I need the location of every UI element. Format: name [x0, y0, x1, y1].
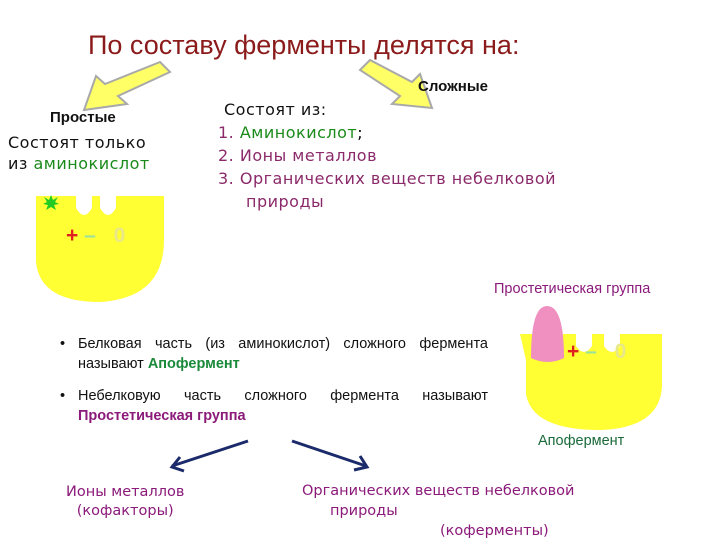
- plus-charge: +: [66, 224, 79, 247]
- bullet-prosthetic: • Небелковую часть сложного фермента назы…: [60, 386, 488, 426]
- simple-enzyme-charges: + – 0: [66, 224, 125, 248]
- arrow-to-complex: [358, 58, 434, 110]
- page-title: По составу ферменты делятся на:: [88, 30, 520, 60]
- prosthetic-group-label: Простетическая группа: [494, 281, 651, 297]
- bullet-dot: •: [60, 388, 66, 404]
- item-suffix: ;: [357, 123, 364, 142]
- complex-item-3: 3. Органических веществ небелковой: [218, 167, 556, 190]
- plus-charge: +: [567, 340, 580, 363]
- simple-description: Состоят только из аминокислот: [8, 132, 150, 174]
- neutral-charge: 0: [614, 340, 627, 363]
- minus-charge: –: [84, 224, 96, 247]
- bullet-text: Белковая часть (из аминокислот) сложного…: [78, 336, 488, 372]
- item-text: Аминокислот: [239, 123, 358, 142]
- item-text: Ионы металлов: [239, 146, 378, 165]
- simple-line2-prefix: из: [8, 154, 34, 173]
- complex-enzyme-charges: + – 0: [567, 340, 626, 364]
- neutral-charge: 0: [113, 224, 126, 247]
- metal-ions-line1: Ионы металлов: [66, 484, 185, 500]
- bullet-text: Небелковую часть сложного фермента назыв…: [78, 388, 488, 404]
- coenzymes-line: (коферменты): [440, 523, 549, 539]
- organic-line1: Органических веществ небелковой: [302, 483, 575, 499]
- complex-item-2: 2. Ионы металлов: [218, 144, 556, 167]
- prosthetic-group-shape: [531, 306, 564, 362]
- complex-header: Сложные: [418, 78, 488, 95]
- arrow-to-simple: [82, 60, 172, 112]
- active-site-star-icon: [43, 195, 59, 210]
- simple-line1: Состоят только: [8, 133, 147, 152]
- organic-line2: природы: [330, 503, 398, 519]
- item-number: 1.: [218, 123, 240, 142]
- cofactors-line: (кофакторы): [76, 503, 174, 519]
- metal-ions-label: Ионы металлов (кофакторы): [66, 483, 184, 521]
- simple-line2: из аминокислот: [8, 153, 150, 174]
- apoenzyme-term: Апофермент: [147, 356, 240, 372]
- arrow-to-metal-ions: [169, 439, 249, 473]
- bullet-list: • Белковая часть (из аминокислот) сложног…: [60, 334, 488, 426]
- item-number: 3.: [218, 169, 240, 188]
- complex-item-1: 1. Аминокислот;: [218, 121, 556, 144]
- prosthetic-term: Простетическая группа: [78, 408, 246, 424]
- simple-enzyme-shape: [36, 195, 164, 302]
- arrow-to-coenzymes: [291, 439, 370, 472]
- minus-charge: –: [585, 340, 597, 363]
- complex-intro: Состоят из:: [224, 100, 327, 119]
- apoenzyme-label: Апофермент: [538, 433, 625, 449]
- item-text: Органических веществ небелковой: [239, 169, 557, 188]
- bullet-dot: •: [60, 336, 66, 352]
- complex-item-3-cont: природы: [246, 192, 325, 211]
- bullet-apoenzyme: • Белковая часть (из аминокислот) сложног…: [60, 334, 488, 374]
- item-number: 2.: [218, 146, 240, 165]
- coenzymes-label: Органических веществ небелковой природы …: [302, 481, 574, 541]
- simple-amino-acids: аминокислот: [33, 154, 150, 173]
- complex-list: Состоят из: 1. Аминокислот; 2. Ионы мета…: [218, 98, 556, 213]
- simple-header: Простые: [50, 109, 116, 126]
